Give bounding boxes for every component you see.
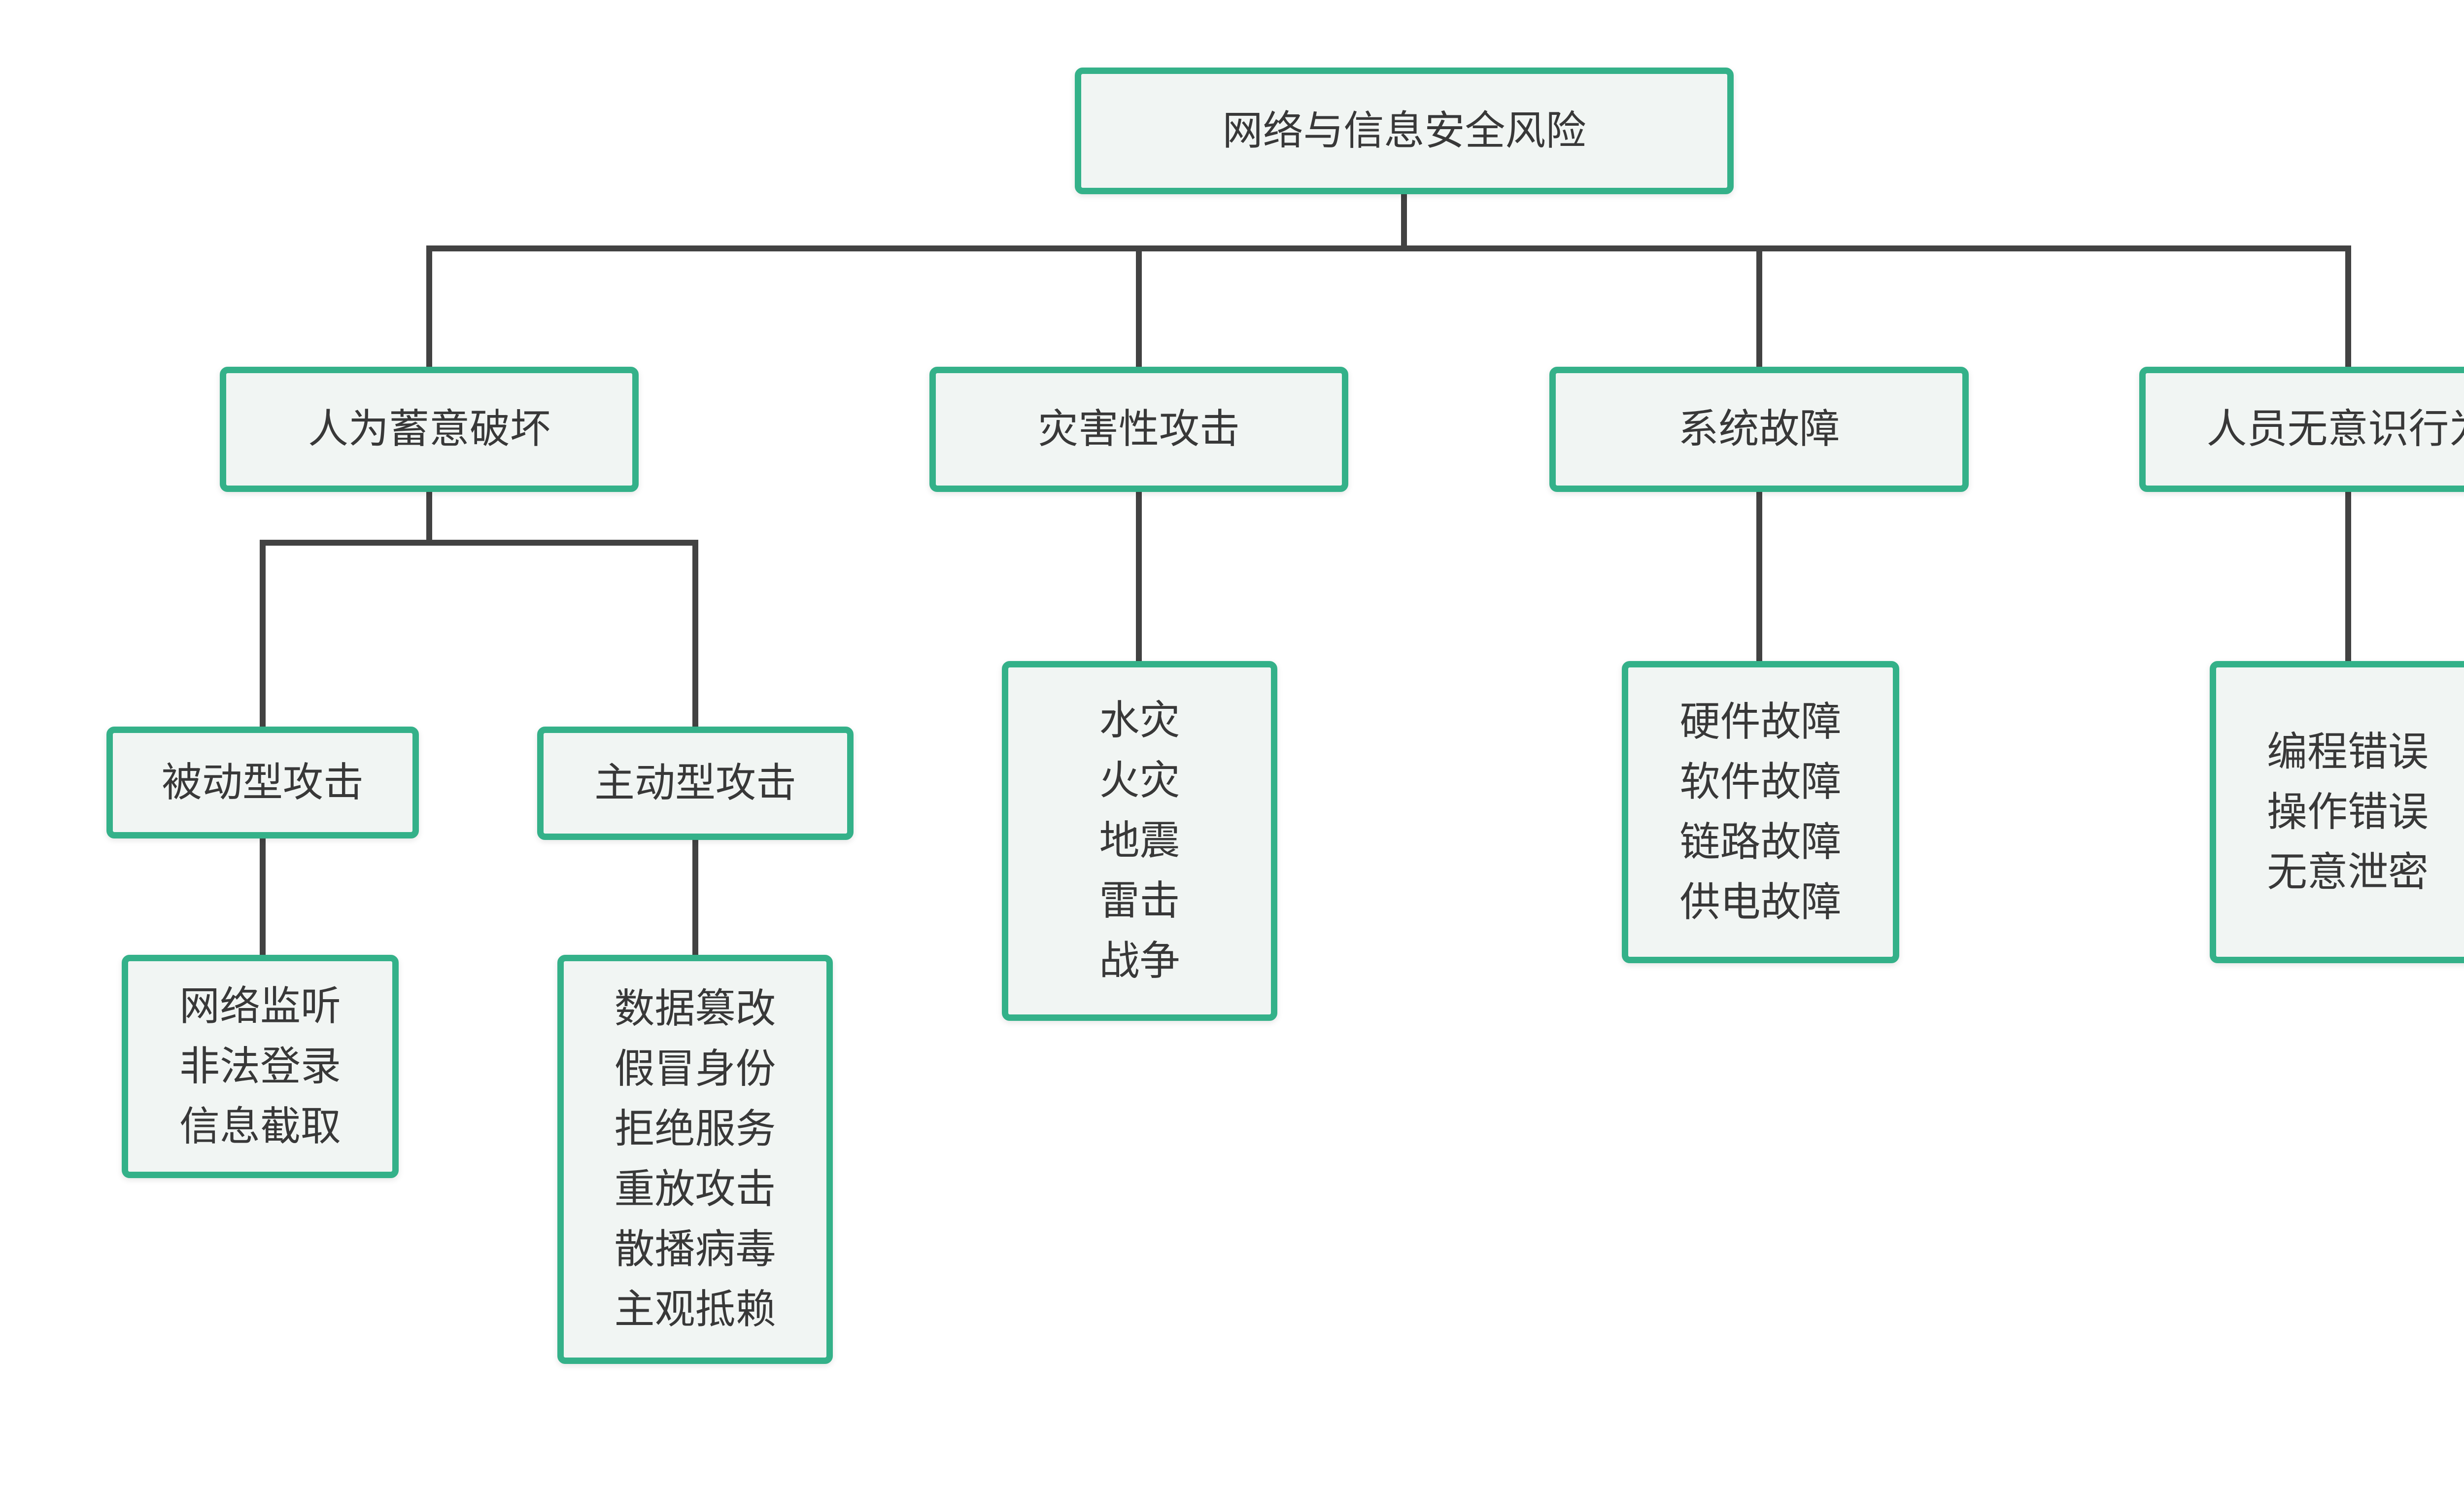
connector-to-human-sabotage bbox=[426, 245, 432, 370]
leaf-system-failure-items: 硬件故障 软件故障 链路故障 供电故障 bbox=[1622, 661, 1899, 963]
connector-unintentional-down bbox=[2345, 491, 2351, 663]
connector-level3-hline bbox=[260, 540, 698, 546]
connector-human-sabotage-down bbox=[426, 491, 432, 546]
connector-to-system-failure bbox=[1756, 245, 1762, 370]
leaf-disaster-items: 水灾 火灾 地震 雷击 战争 bbox=[1002, 661, 1277, 1021]
leaf-unintentional-items: 编程错误 操作错误 无意泄密 bbox=[2210, 661, 2464, 963]
node-disaster-attack: 灾害性攻击 bbox=[929, 367, 1348, 492]
connector-root-down bbox=[1401, 193, 1407, 251]
connector-system-failure-down bbox=[1756, 491, 1762, 663]
connector-to-passive-attack bbox=[260, 540, 266, 730]
connector-active-attack-down bbox=[692, 839, 698, 956]
connector-level2-hline bbox=[426, 245, 2351, 251]
connector-disaster-attack-down bbox=[1136, 491, 1142, 663]
node-passive-attack: 被动型攻击 bbox=[106, 727, 419, 838]
node-root: 网络与信息安全风险 bbox=[1075, 68, 1734, 194]
connector-to-active-attack bbox=[692, 540, 698, 730]
node-unintentional-behavior: 人员无意识行为 bbox=[2139, 367, 2464, 492]
connector-passive-attack-down bbox=[260, 837, 266, 956]
leaf-active-attack-items: 数据篡改 假冒身份 拒绝服务 重放攻击 散播病毒 主观抵赖 bbox=[557, 955, 833, 1364]
connector-to-unintentional-behavior bbox=[2345, 245, 2351, 370]
node-system-failure: 系统故障 bbox=[1549, 367, 1969, 492]
node-active-attack: 主动型攻击 bbox=[537, 727, 854, 840]
node-human-sabotage: 人为蓄意破坏 bbox=[220, 367, 639, 492]
leaf-passive-attack-items: 网络监听 非法登录 信息截取 bbox=[122, 955, 399, 1178]
connector-to-disaster-attack bbox=[1136, 245, 1142, 370]
